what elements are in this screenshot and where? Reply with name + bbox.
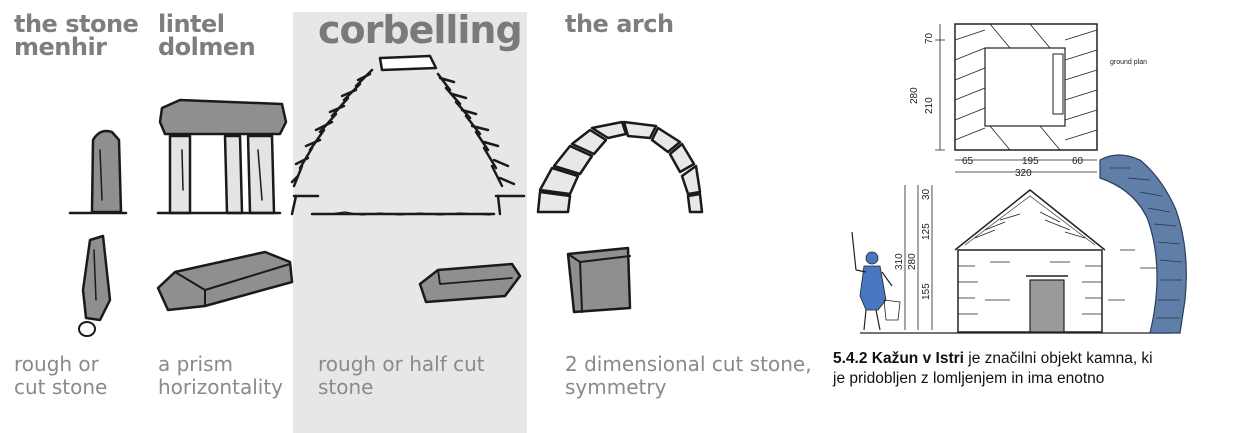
- dim-320: 320: [1015, 168, 1032, 179]
- dim-155: 155: [921, 283, 932, 300]
- dim-60: 60: [1072, 156, 1084, 167]
- dim-280-top: 280: [909, 87, 920, 104]
- dim-210: 210: [924, 97, 935, 114]
- dim-70: 70: [924, 32, 935, 44]
- dim-65: 65: [962, 156, 974, 167]
- dolmen-prism-drawing: [158, 252, 292, 310]
- kazun-caption-bold: 5.4.2 Kažun v Istri: [833, 350, 964, 367]
- dim-280-section: 280: [907, 253, 918, 270]
- corbelling-drawing: [292, 56, 524, 302]
- ground-plan-label: ground plan: [1110, 59, 1147, 66]
- dim-125: 125: [921, 223, 932, 240]
- kazun-caption-rest: je značilni objekt kamna, ki: [964, 350, 1153, 367]
- dim-310: 310: [894, 253, 905, 270]
- arch-drawing: [538, 122, 702, 312]
- kazun-caption: 5.4.2 Kažun v Istri je značilni objekt k…: [833, 349, 1153, 389]
- menhir-stone-drawing: [79, 236, 110, 336]
- kazun-caption-line1: 5.4.2 Kažun v Istri je značilni objekt k…: [833, 349, 1153, 369]
- kazun-caption-line2: je pridobljen z lomljenjem in ima enotno: [833, 369, 1153, 389]
- kazun-drawing: ground plan 70 280 210 65 195 60 320 30 …: [852, 24, 1186, 333]
- dim-195: 195: [1022, 156, 1039, 167]
- dolmen-drawing: [158, 100, 286, 213]
- dim-30: 30: [921, 188, 932, 200]
- menhir-drawing: [70, 131, 126, 213]
